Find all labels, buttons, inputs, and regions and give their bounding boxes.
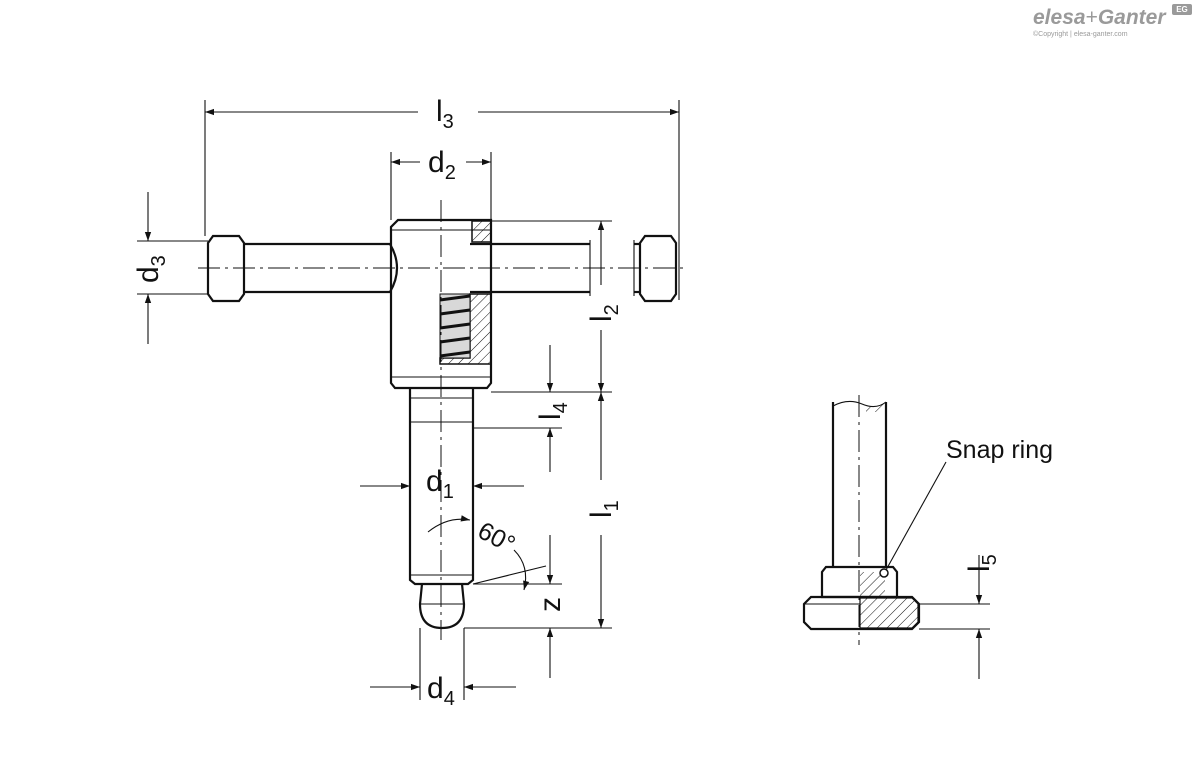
logo-wordmark: elesa+Ganter bbox=[1033, 6, 1166, 29]
label-l3: l3 bbox=[436, 95, 454, 133]
detail-shaft-break-hatch bbox=[866, 402, 886, 412]
label-l4: l4 bbox=[534, 402, 572, 420]
detail-flange bbox=[802, 595, 921, 631]
label-z: z bbox=[534, 597, 567, 612]
main-view bbox=[198, 200, 688, 640]
label-d1: d1 bbox=[426, 465, 454, 503]
elesa-ganter-logo: elesa+Ganter EG ©Copyright | elesa-gante… bbox=[1033, 4, 1193, 42]
angle-leg bbox=[472, 565, 547, 585]
t-bar-left-end bbox=[206, 234, 246, 303]
snap-ring-leader bbox=[885, 461, 947, 571]
pin-tip bbox=[418, 583, 466, 630]
plunger-pin bbox=[408, 388, 475, 586]
detail-shaft-break bbox=[832, 400, 887, 408]
logo-badge: EG bbox=[1172, 4, 1192, 15]
dimension-labels: l3 d2 d1 d4 d3 l2 l4 l1 z 60° bbox=[132, 95, 623, 710]
detail-flange-hatch bbox=[859, 597, 919, 629]
label-l5: l5 bbox=[963, 554, 1001, 572]
label-l2: l2 bbox=[585, 304, 623, 322]
label-d4: d4 bbox=[427, 672, 455, 710]
angle-arc-top bbox=[427, 515, 471, 533]
snap-ring-section bbox=[879, 568, 889, 578]
section-hatch-top bbox=[471, 220, 492, 243]
logo-copyright: ©Copyright | elesa-ganter.com bbox=[1033, 31, 1128, 38]
detail-view: Snap ring l5 bbox=[802, 395, 1053, 679]
label-l1: l1 bbox=[585, 500, 623, 518]
label-angle: 60° bbox=[473, 517, 520, 559]
snap-ring-label: Snap ring bbox=[946, 436, 1053, 464]
t-bar-right-end bbox=[638, 234, 678, 303]
dimension-lines bbox=[137, 100, 680, 700]
label-d3: d3 bbox=[132, 255, 170, 283]
spring bbox=[439, 294, 471, 358]
label-d2: d2 bbox=[428, 146, 456, 184]
angle-arc-bottom bbox=[513, 549, 530, 591]
